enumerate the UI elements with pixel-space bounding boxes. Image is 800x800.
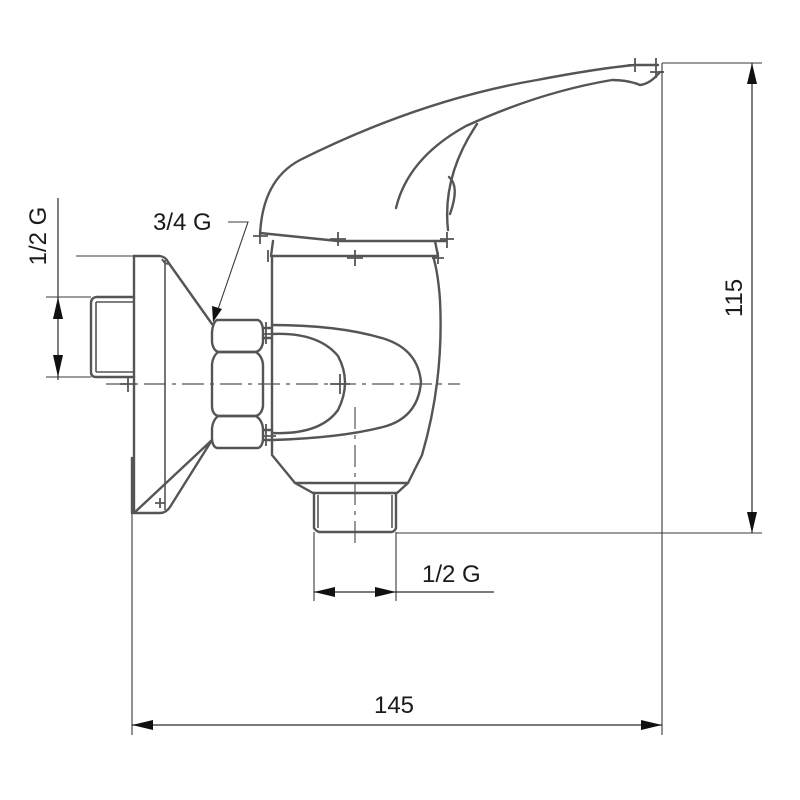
center-lines	[106, 374, 460, 548]
overall-width-label: 145	[374, 692, 414, 719]
dimension-overall-height: 115	[396, 62, 762, 534]
hex-nut	[210, 318, 265, 450]
overall-height-label: 115	[721, 279, 748, 317]
dimension-inlet-thread: 1/2 G	[25, 198, 91, 380]
inlet-nipple	[89, 295, 136, 379]
dimension-outlet-thread: 1/2 G	[313, 532, 494, 601]
valve-body	[267, 250, 444, 495]
connector	[261, 322, 276, 446]
inlet-thread-label: 1/2 G	[25, 207, 52, 266]
nut-thread-label: 3/4 G	[153, 209, 212, 236]
outlet-thread-label: 1/2 G	[422, 561, 481, 588]
lever-handle	[253, 58, 664, 258]
dimension-nut-thread: 3/4 G	[153, 209, 249, 322]
dimension-overall-width: 145	[131, 63, 663, 735]
